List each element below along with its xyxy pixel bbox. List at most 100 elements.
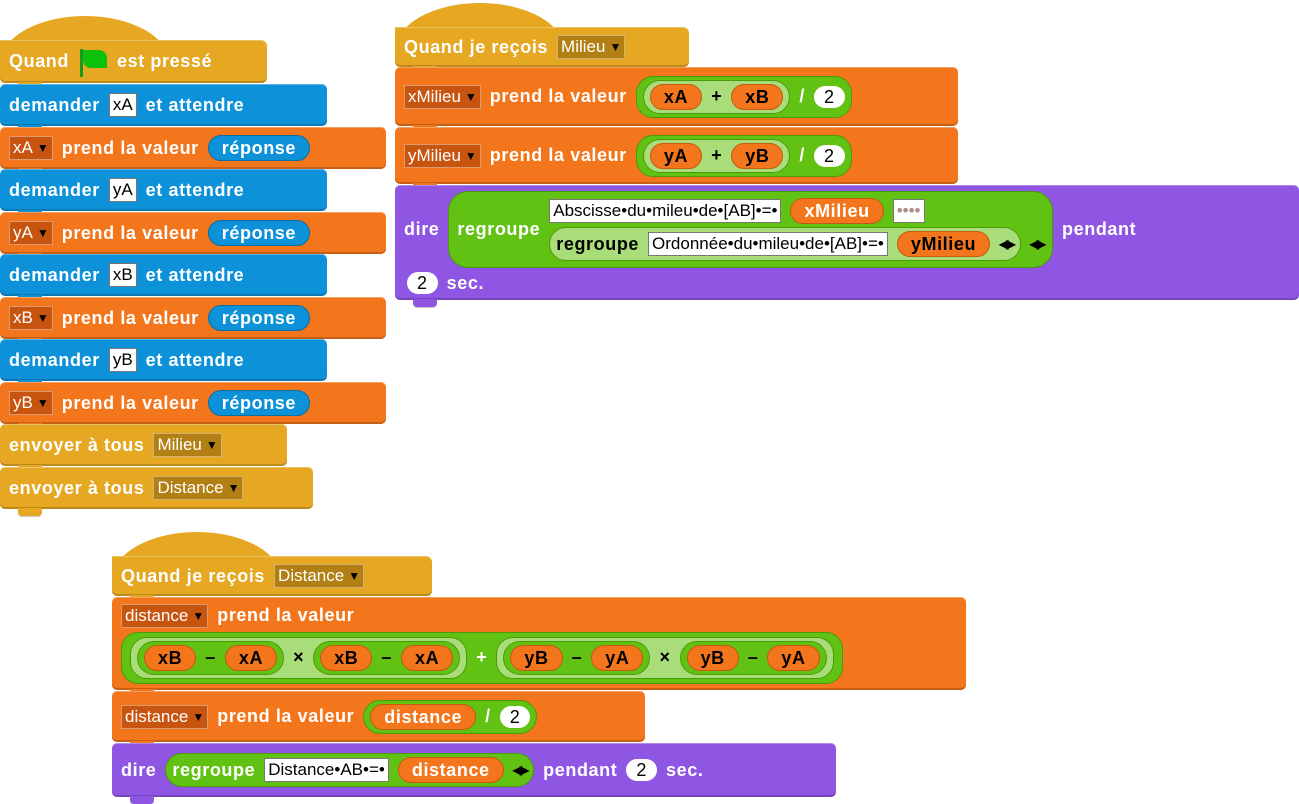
variable-reporter[interactable]: xMilieu bbox=[790, 198, 884, 224]
number-slot[interactable]: 2 bbox=[499, 705, 531, 728]
text-slot[interactable]: xA bbox=[108, 93, 137, 117]
label: regroupe bbox=[172, 759, 256, 780]
when-receive-distance-hat[interactable]: Quand je reçois Distance▼ bbox=[112, 532, 432, 603]
text-slot[interactable]: xB bbox=[108, 263, 137, 287]
answer-reporter[interactable]: réponse bbox=[207, 220, 311, 246]
variable-reporter[interactable]: xB bbox=[731, 83, 784, 110]
label: Quand je reçois bbox=[121, 565, 266, 586]
label: yA bbox=[13, 223, 33, 242]
when-flag-clicked-hat[interactable]: Quand est pressé bbox=[0, 16, 267, 90]
variable-reporter[interactable]: distance bbox=[370, 703, 477, 730]
dropdown-arrow-icon: ▼ bbox=[192, 709, 205, 724]
arrows-icon[interactable]: ◀▶ bbox=[1029, 237, 1047, 251]
variable-reporter[interactable]: yA bbox=[767, 644, 820, 671]
subtract-operator[interactable]: yB–yA bbox=[503, 640, 651, 675]
text-slot[interactable]: •••• bbox=[892, 199, 925, 223]
number-slot[interactable]: 2 bbox=[814, 144, 845, 167]
arrows-icon[interactable]: ◀▶ bbox=[999, 237, 1016, 251]
variable-reporter[interactable]: xB bbox=[320, 644, 373, 671]
label: prend la valeur bbox=[217, 706, 355, 726]
dropdown-arrow-icon: ▼ bbox=[609, 40, 622, 54]
message-dropdown[interactable]: Milieu▼ bbox=[557, 35, 626, 59]
dropdown-arrow-icon: ▼ bbox=[205, 438, 218, 452]
variable-reporter[interactable]: xA bbox=[649, 83, 703, 110]
add-operator[interactable]: xA+xB bbox=[642, 79, 791, 114]
dropdown-arrow-icon: ▼ bbox=[36, 311, 49, 325]
variable-reporter[interactable]: yB bbox=[731, 142, 784, 169]
variable-reporter[interactable]: yA bbox=[649, 142, 703, 169]
divide-operator[interactable]: distance/2 bbox=[363, 699, 538, 734]
label: prend la valeur bbox=[217, 605, 355, 625]
variable-reporter[interactable]: distance bbox=[397, 757, 504, 783]
variable-reporter[interactable]: xA bbox=[224, 644, 278, 671]
multiply-operator[interactable]: yB–yA × yB–yA bbox=[496, 636, 834, 679]
join-reporter[interactable]: regroupe Abscisse•du•mileu•de•[AB]•=• xMi… bbox=[448, 191, 1054, 268]
variable-reporter[interactable]: yA bbox=[591, 644, 644, 671]
label: regroupe bbox=[556, 233, 640, 254]
set-ymilieu-block[interactable]: yMilieu▼prend la valeur yA+yB/2 bbox=[395, 127, 958, 191]
variable-reporter[interactable]: yMilieu bbox=[896, 231, 991, 257]
subtract-operator[interactable]: xB–xA bbox=[313, 640, 461, 675]
label: sec. bbox=[665, 759, 704, 780]
message-dropdown[interactable]: Distance▼ bbox=[153, 476, 244, 500]
variable-dropdown[interactable]: yB▼ bbox=[9, 391, 53, 415]
label: est pressé bbox=[117, 51, 213, 71]
text-slot[interactable]: yB bbox=[108, 348, 137, 372]
variable-dropdown[interactable]: distance▼ bbox=[121, 704, 209, 729]
label: – bbox=[205, 647, 216, 667]
variable-reporter[interactable]: yB bbox=[686, 644, 739, 671]
label: / bbox=[799, 86, 806, 106]
variable-dropdown[interactable]: xA▼ bbox=[9, 136, 53, 160]
say-for-secs-block[interactable]: dire regroupe Abscisse•du•mileu•de•[AB]•… bbox=[395, 185, 1299, 307]
text-slot[interactable]: Abscisse•du•mileu•de•[AB]•=• bbox=[549, 199, 782, 223]
variable-dropdown[interactable]: distance▼ bbox=[121, 603, 209, 628]
arrows-icon[interactable]: ◀▶ bbox=[512, 763, 530, 777]
subtract-operator[interactable]: xB–xA bbox=[137, 640, 285, 675]
variable-reporter[interactable]: xA bbox=[401, 644, 454, 671]
set-distance-half-block[interactable]: distance▼prend la valeur distance/2 bbox=[112, 691, 645, 749]
text-slot[interactable]: Distance•AB•=• bbox=[264, 758, 389, 782]
add-operator[interactable]: yA+yB bbox=[642, 138, 791, 173]
multiply-operator[interactable]: xB–xA × xB–xA bbox=[130, 636, 468, 679]
divide-operator[interactable]: yA+yB/2 bbox=[635, 134, 852, 177]
answer-reporter[interactable]: réponse bbox=[207, 135, 311, 161]
divide-operator[interactable]: xA+xB / 2 bbox=[635, 75, 852, 118]
broadcast-milieu-block[interactable]: envoyer à tous Milieu▼ bbox=[0, 424, 287, 473]
variable-reporter[interactable]: yB bbox=[510, 644, 563, 671]
join-reporter[interactable]: regroupe Ordonnée•du•mileu•de•[AB]•=• yMil… bbox=[549, 227, 1021, 261]
number-slot[interactable]: 2 bbox=[814, 85, 845, 108]
text-slot[interactable]: yA bbox=[108, 178, 137, 202]
label: × bbox=[659, 647, 671, 667]
number-slot[interactable]: 2 bbox=[407, 272, 438, 294]
set-xmilieu-block[interactable]: xMilieu▼prend la valeur xA+xB/2 bbox=[395, 67, 958, 133]
add-operator[interactable]: xB–xA × xB–xA + yB–yA × yB–yA bbox=[121, 631, 843, 684]
subtract-operator[interactable]: yB–yA bbox=[679, 640, 827, 675]
label: dire bbox=[121, 759, 157, 780]
variable-reporter[interactable]: xB bbox=[144, 644, 197, 671]
label: envoyer à tous bbox=[9, 434, 145, 455]
message-dropdown[interactable]: Milieu▼ bbox=[153, 433, 222, 457]
variable-dropdown[interactable]: xMilieu▼ bbox=[404, 84, 481, 109]
answer-reporter[interactable]: réponse bbox=[207, 305, 311, 331]
variable-dropdown[interactable]: yMilieu▼ bbox=[404, 143, 481, 168]
set-distance-block[interactable]: distance▼prend la valeur xB–xA × xB–xA +… bbox=[112, 597, 966, 697]
variable-dropdown[interactable]: yA▼ bbox=[9, 221, 53, 245]
text-slot[interactable]: Ordonnée•du•mileu•de•[AB]•=• bbox=[648, 232, 888, 256]
join-reporter[interactable]: regroupe Distance•AB•=• distance ◀▶ bbox=[165, 753, 535, 787]
message-dropdown[interactable]: Distance▼ bbox=[274, 564, 365, 588]
label: distance bbox=[125, 605, 189, 625]
answer-reporter[interactable]: réponse bbox=[207, 390, 311, 416]
number-slot[interactable]: 2 bbox=[626, 759, 657, 781]
variable-dropdown[interactable]: xB▼ bbox=[9, 306, 53, 330]
